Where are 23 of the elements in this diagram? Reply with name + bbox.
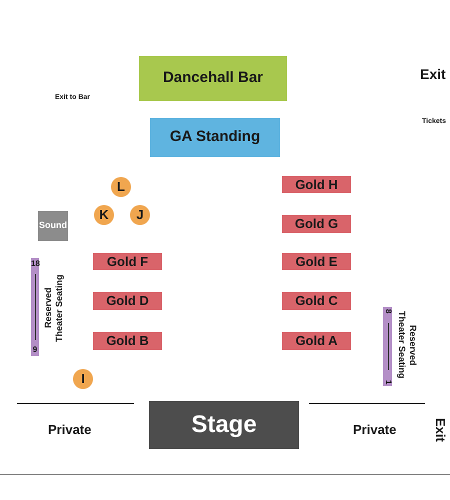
- seating-section: Gold E: [282, 253, 351, 270]
- seating-section: Gold B: [93, 332, 162, 350]
- theater-seating-bar: [31, 258, 39, 356]
- seating-section: Gold D: [93, 292, 162, 310]
- area-label: Private: [48, 423, 92, 436]
- bar-area: Dancehall Bar: [139, 56, 287, 101]
- stage: Stage: [149, 401, 299, 449]
- area-label: Private: [353, 423, 396, 436]
- area-label: Exit: [420, 67, 446, 81]
- seating-section: Gold A: [282, 332, 351, 350]
- seating-section: Gold F: [93, 253, 162, 270]
- section-caption: Reserved Theater Seating: [396, 310, 418, 381]
- row-number: 9: [32, 346, 38, 354]
- standing-area: GA Standing: [150, 118, 280, 157]
- row-number: 1: [384, 380, 392, 384]
- seating-section: Gold G: [282, 215, 351, 233]
- section-caption: Reserved Theater Seating: [43, 273, 65, 344]
- row-number: 8: [384, 309, 392, 314]
- area-label: Exit: [434, 418, 447, 442]
- seating-section: Gold H: [282, 176, 351, 193]
- seating-section: Gold C: [282, 292, 351, 310]
- theater-seating-bar: [383, 307, 392, 386]
- sound-booth: Sound: [38, 211, 68, 241]
